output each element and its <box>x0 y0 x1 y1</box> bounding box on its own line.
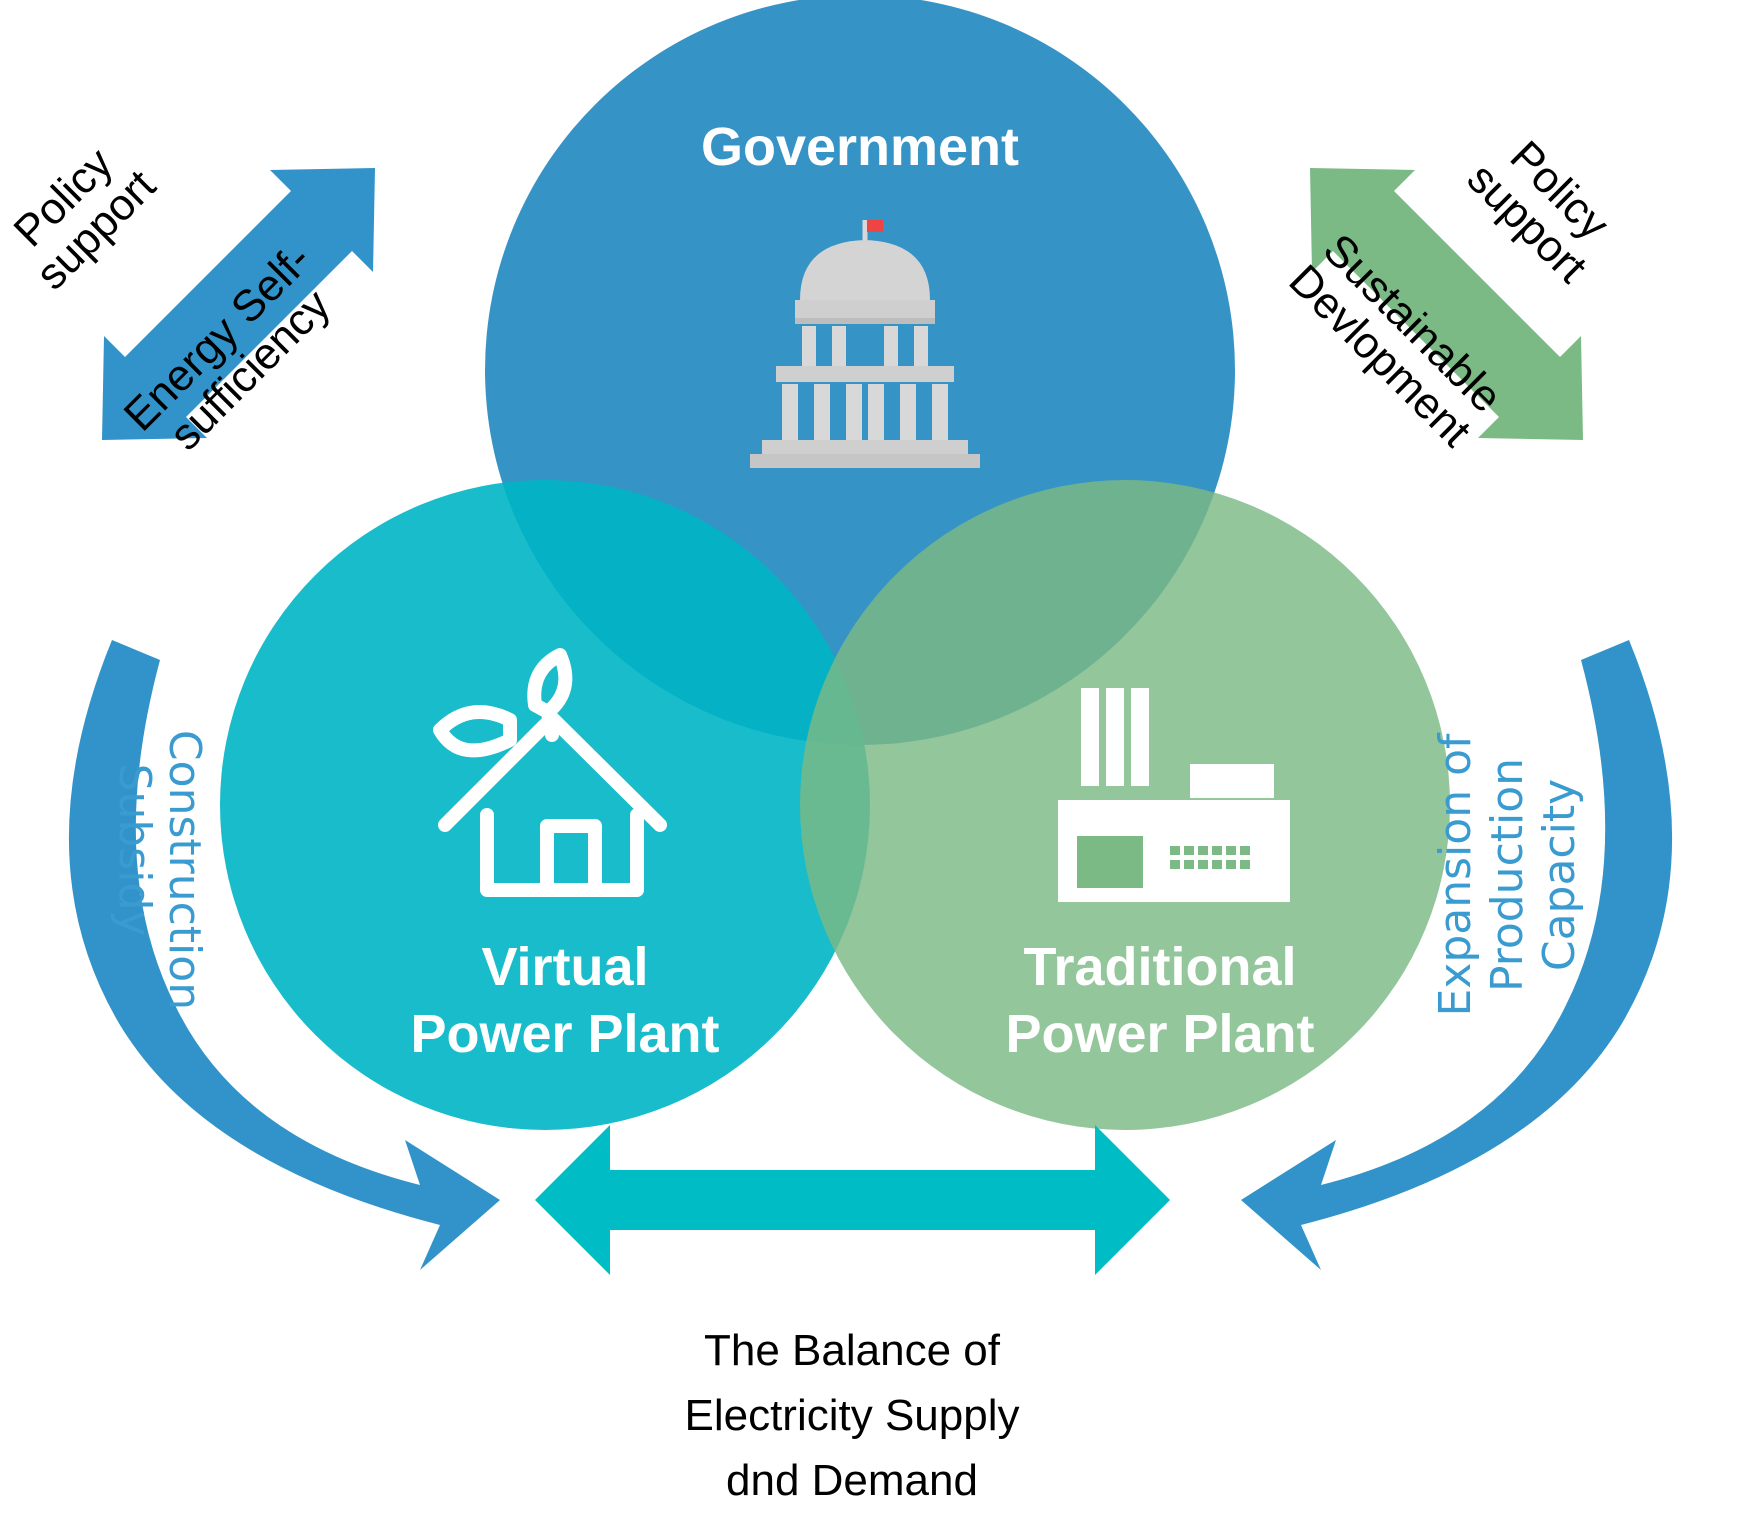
bottom-arrow-text-1: The Balance of <box>704 1326 1001 1375</box>
vpp-label-line1: Virtual <box>481 937 648 997</box>
eco-house-icon <box>433 648 667 897</box>
bottom-double-arrow <box>535 1125 1170 1275</box>
right-curve-text-3: Capacity <box>1534 779 1585 971</box>
right-curved-arrow <box>1241 640 1673 1270</box>
tpp-label-line1: Traditional <box>1023 937 1296 997</box>
left-curve-text-1: Construction <box>159 730 210 1010</box>
left-arrow-labels: Policy support Energy Self- sufficiency <box>5 139 340 460</box>
bottom-arrow-text-3: dnd Demand <box>726 1456 978 1505</box>
left-curve-labels: Construction Subsidy <box>109 730 210 1010</box>
government-label: Government <box>701 117 1019 177</box>
left-curved-arrow <box>68 640 501 1270</box>
left-double-arrow <box>102 168 375 440</box>
right-curve-labels: Expansion of Production Capacity <box>1430 732 1585 1016</box>
vpp-label-line2: Power Plant <box>410 1004 719 1064</box>
left-curve-text-2: Subsidy <box>109 764 160 937</box>
bottom-arrow-labels: The Balance of Electricity Supply dnd De… <box>684 1326 1019 1505</box>
factory-icon <box>1058 688 1290 902</box>
right-double-arrow <box>1310 168 1583 440</box>
right-curve-text-2: Production <box>1482 758 1533 992</box>
right-curve-text-1: Expansion of <box>1430 732 1481 1016</box>
vpp-circle <box>220 480 870 1130</box>
capitol-building-icon <box>750 220 980 468</box>
tpp-label-line2: Power Plant <box>1005 1004 1314 1064</box>
bottom-arrow-text-2: Electricity Supply <box>684 1391 1019 1440</box>
venn-diagram <box>220 0 1450 1130</box>
